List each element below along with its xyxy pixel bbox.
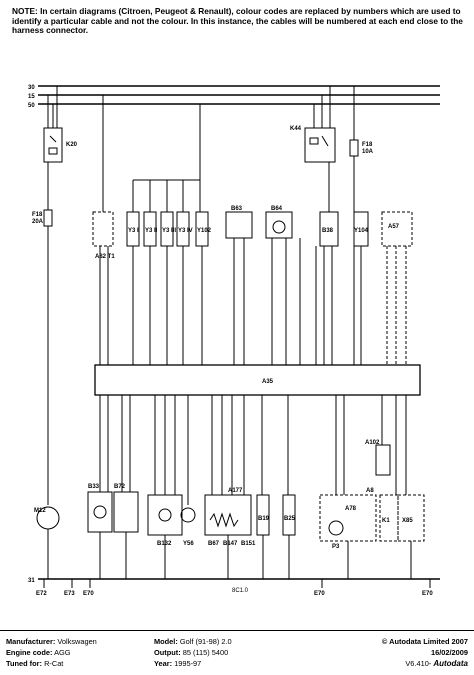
comp-b132 xyxy=(147,494,183,536)
ecu-a35-box xyxy=(94,364,421,396)
comp-b147-label: B147 xyxy=(223,541,238,547)
footer-version: V6.410- xyxy=(405,659,432,668)
ground-e70-b: E70 xyxy=(314,591,325,597)
note-text: NOTE: In certain diagrams (Citroen, Peug… xyxy=(12,6,463,36)
comp-b19-label: B19 xyxy=(258,516,270,522)
manufacturer-value: Volkswagen xyxy=(57,637,97,646)
ground-e73: E73 xyxy=(64,591,75,597)
comp-a8-label: A8 xyxy=(366,488,374,494)
model-value: Golf (91-98) 2.0 xyxy=(179,637,232,646)
comp-b67-label: B67 xyxy=(208,541,220,547)
ground-e70-a: E70 xyxy=(83,591,94,597)
comp-a78-label: A78 xyxy=(345,506,357,512)
fuse-left-id: F18 xyxy=(32,212,43,218)
comp-b72-label: B72 xyxy=(114,484,126,490)
ground-e70-c: E70 xyxy=(422,591,433,597)
comp-a57-label: A57 xyxy=(388,224,400,230)
rail-31-label: 31 xyxy=(28,578,35,584)
comp-b63-label: B63 xyxy=(231,206,243,212)
wiring-diagram: 30 15 50 31 K20 K44 F18 20A F18 10A A82 … xyxy=(28,85,440,597)
relay-k44-box xyxy=(304,127,336,163)
relay-k20-box xyxy=(43,127,63,163)
comp-b38-label: B38 xyxy=(322,228,334,234)
relay-k44-label: K44 xyxy=(290,126,302,132)
comp-a78 xyxy=(319,494,377,542)
comp-y3-2-label: Y3 II xyxy=(145,228,158,234)
year-value: 1995-97 xyxy=(174,659,202,668)
footer-col-mid: Model: Golf (91-98) 2.0 Output: 85 (115)… xyxy=(154,636,232,669)
year-label: Year: xyxy=(154,659,173,668)
fuse-f18-right xyxy=(349,139,359,157)
comp-k1-label: K1 xyxy=(382,518,390,524)
comp-y56 xyxy=(180,507,196,523)
comp-b33-label: B33 xyxy=(88,484,100,490)
comp-a57 xyxy=(381,211,413,247)
comp-m12-label: M12 xyxy=(34,508,46,514)
comp-a177 xyxy=(204,494,252,536)
model-label: Model: xyxy=(154,637,178,646)
fuse-f18-left xyxy=(43,209,53,227)
comp-p3 xyxy=(328,520,344,536)
comp-y3-4-label: Y3 IV xyxy=(178,228,193,234)
rail-15-label: 15 xyxy=(28,94,35,100)
comp-p3-label: P3 xyxy=(332,544,340,550)
comp-b19 xyxy=(256,494,270,536)
ecu-a35-label: A35 xyxy=(262,379,274,385)
tuned-label: Tuned for: xyxy=(6,659,42,668)
comp-y3-3-label: Y3 III xyxy=(162,228,176,234)
comp-a102 xyxy=(375,444,391,476)
comp-a102-label: A102 xyxy=(365,440,380,446)
comp-b25 xyxy=(282,494,296,536)
fuse-right-id: F18 xyxy=(362,142,373,148)
comp-y102-label: Y102 xyxy=(197,228,212,234)
footer-date: 16/02/2009 xyxy=(431,648,468,657)
rail-50-label: 50 xyxy=(28,103,35,109)
relay-k20-label: K20 xyxy=(66,142,78,148)
comp-y104-label: Y104 xyxy=(354,228,369,234)
comp-b33 xyxy=(87,491,113,533)
tuned-value: R-Cat xyxy=(44,659,64,668)
comp-a82 xyxy=(92,211,114,247)
comp-b72 xyxy=(113,491,139,533)
footer: Manufacturer: Volkswagen Engine code: AG… xyxy=(0,630,474,675)
comp-y56-label: Y56 xyxy=(183,541,194,547)
comp-y3-1-label: Y3 I xyxy=(128,228,139,234)
fuse-left-rating: 20A xyxy=(32,219,44,225)
footer-col-left: Manufacturer: Volkswagen Engine code: AG… xyxy=(6,636,97,669)
autodata-logo: Autodata xyxy=(433,659,468,668)
comp-a82-label: A82 T1 xyxy=(95,254,115,260)
engine-label: Engine code: xyxy=(6,648,53,657)
fuse-right-rating: 10A xyxy=(362,149,374,155)
engine-value: AGG xyxy=(54,648,71,657)
bottom-note: 8C1.0 xyxy=(232,588,249,594)
comp-b63 xyxy=(225,211,253,239)
footer-col-right: © Autodata Limited 2007 16/02/2009 V6.41… xyxy=(382,636,468,669)
comp-b151-label: B151 xyxy=(241,541,256,547)
manufacturer-label: Manufacturer: xyxy=(6,637,56,646)
copyright: © Autodata Limited 2007 xyxy=(381,637,468,646)
comp-b132-label: B132 xyxy=(157,541,172,547)
comp-x85-label: X85 xyxy=(402,518,413,524)
comp-b25-label: B25 xyxy=(284,516,296,522)
output-value: 85 (115) 5400 xyxy=(182,648,229,657)
rail-30-label: 30 xyxy=(28,85,35,91)
comp-a177-label: A177 xyxy=(228,488,243,494)
ground-e72: E72 xyxy=(36,591,47,597)
comp-b64 xyxy=(265,211,293,239)
output-label: Output: xyxy=(154,648,181,657)
comp-b64-label: B64 xyxy=(271,206,283,212)
